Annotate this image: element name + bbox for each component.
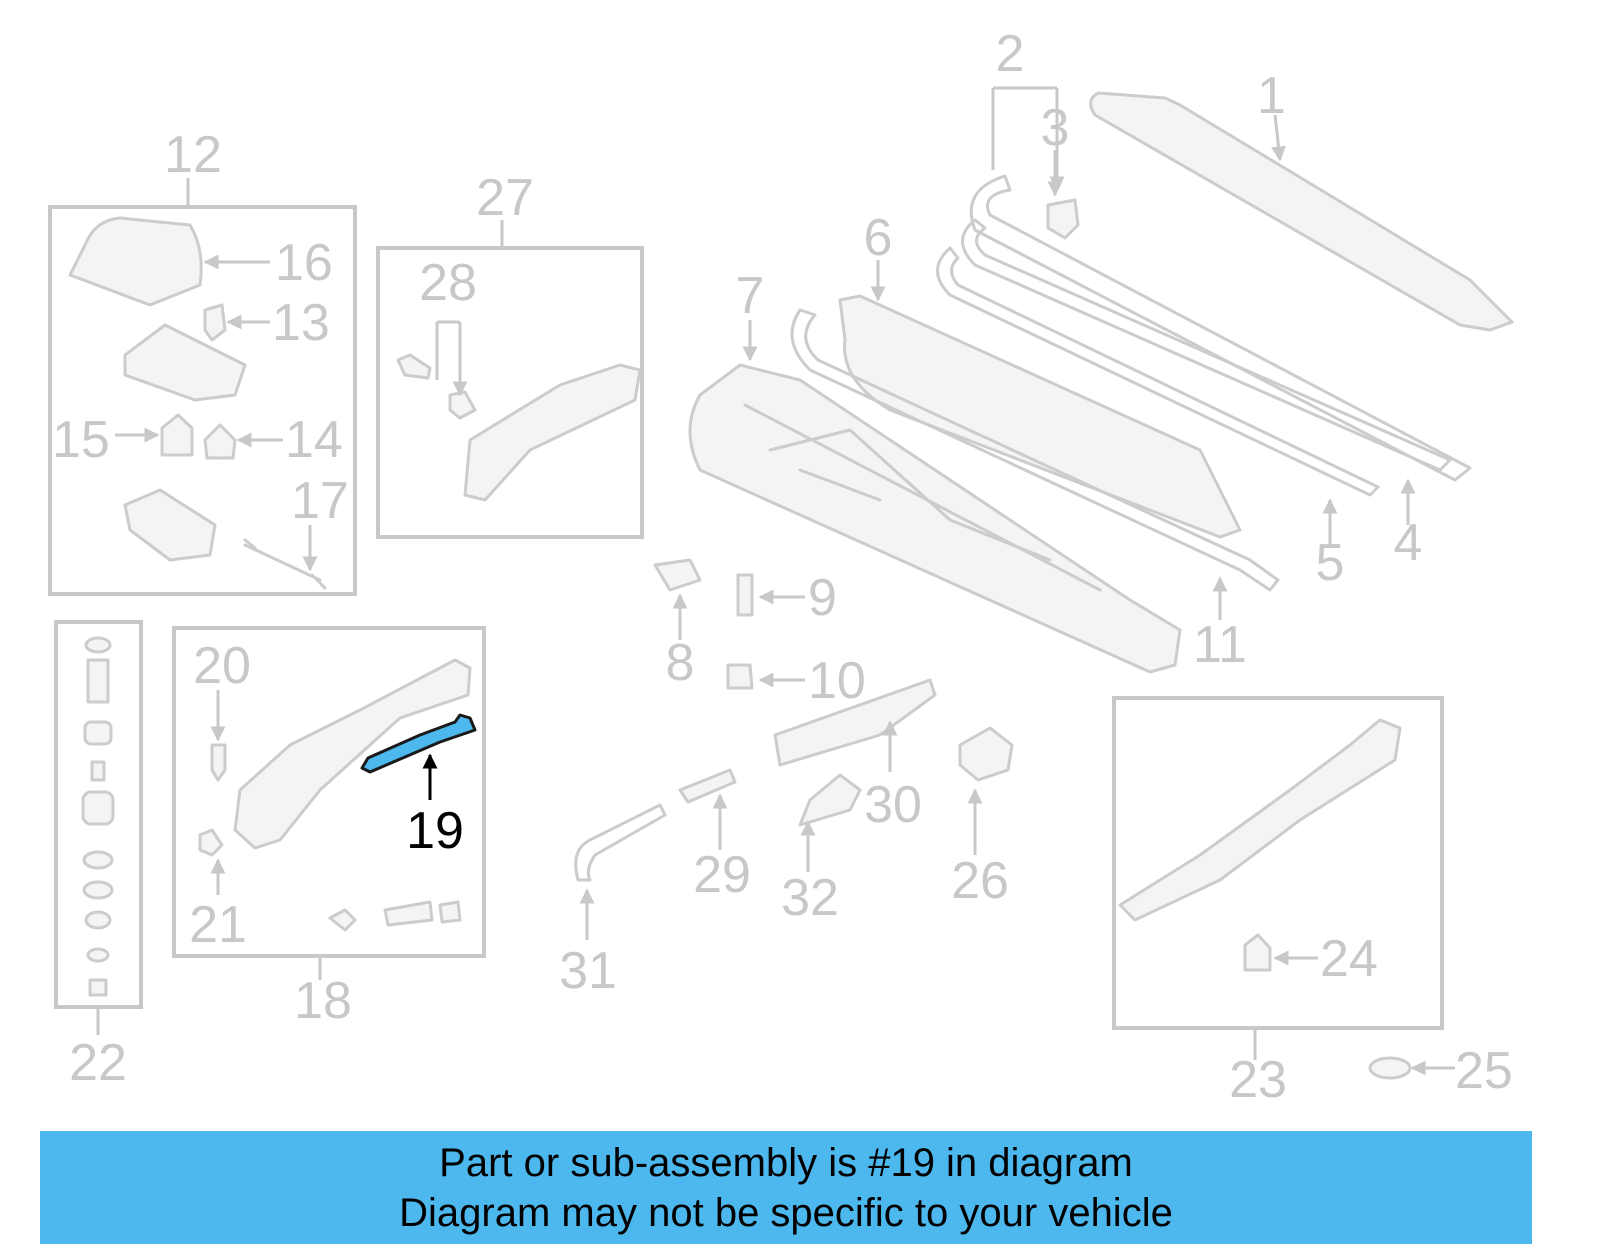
part-30-bracket	[773, 678, 937, 767]
part-17-rod	[243, 538, 327, 590]
callout-2: 2	[996, 25, 1025, 83]
part-26-latch	[958, 726, 1014, 782]
part-19-highlighted[interactable]	[360, 713, 477, 774]
part-28-bolt-b	[448, 390, 477, 420]
part-15-bumper	[160, 413, 194, 457]
group-box-18	[172, 626, 486, 958]
callout-10: 10	[808, 652, 866, 710]
banner-line-2: Diagram may not be specific to your vehi…	[399, 1190, 1173, 1235]
group-box-23	[1112, 696, 1444, 1030]
info-banner: Part or sub-assembly is #19 in diagram D…	[40, 1131, 1532, 1244]
callout-28: 28	[419, 254, 477, 312]
group-box-12	[48, 205, 357, 596]
part-3-clip	[1046, 198, 1080, 240]
part-24-nut	[1243, 933, 1272, 972]
part-28-bolt-a	[396, 353, 432, 380]
callout-16: 16	[275, 234, 333, 292]
callout-19: 19	[406, 802, 464, 860]
callout-17: 17	[291, 472, 349, 530]
callout-30: 30	[864, 776, 922, 834]
callout-21: 21	[189, 896, 247, 954]
callout-29: 29	[693, 846, 751, 904]
part-5-seal	[936, 246, 1380, 497]
callout-12: 12	[164, 126, 222, 184]
part-18-hinge-assembly	[233, 658, 472, 850]
part-8-clip	[653, 558, 702, 592]
part-10-spacer	[726, 663, 754, 690]
part-27-hinge	[463, 363, 642, 502]
callout-4: 4	[1394, 514, 1423, 572]
part-14-nut	[203, 423, 237, 460]
leader-lines	[96, 86, 1455, 1076]
callout-1: 1	[1257, 67, 1286, 125]
callout-9: 9	[808, 569, 837, 627]
part-9-grommet	[736, 573, 754, 617]
callout-23: 23	[1229, 1051, 1287, 1109]
callout-14: 14	[285, 411, 343, 469]
part-21-plug	[198, 828, 224, 857]
part-13-clip	[203, 303, 227, 342]
callout-5: 5	[1316, 534, 1345, 592]
part-18-clip	[438, 900, 462, 924]
callout-11: 11	[1193, 616, 1247, 674]
part-11-seal	[790, 308, 1280, 592]
part-25-grommet	[1368, 1056, 1412, 1080]
part-22-stack	[81, 636, 115, 997]
callout-24: 24	[1320, 930, 1378, 988]
group-box-27	[376, 246, 644, 539]
part-18-bolt	[328, 908, 357, 932]
part-20-clip	[210, 743, 227, 782]
callout-20: 20	[193, 637, 251, 695]
part-32-bracket	[798, 773, 862, 827]
part-4-seal	[961, 218, 1452, 472]
part-2-seal	[969, 174, 1472, 482]
part-7-frame-detail	[743, 403, 1102, 592]
callout-25: 25	[1455, 1042, 1513, 1100]
callout-18: 18	[294, 972, 352, 1030]
callout-31: 31	[559, 942, 617, 1000]
part-6-inner-panel	[838, 294, 1242, 539]
part-23-hinge	[1118, 718, 1402, 922]
part-31-bracket	[574, 803, 667, 882]
part-18-plate	[383, 900, 434, 927]
part-29-plate	[678, 768, 737, 804]
callout-3: 3	[1041, 99, 1070, 157]
callout-22: 22	[69, 1034, 127, 1092]
banner-line-1: Part or sub-assembly is #19 in diagram	[439, 1140, 1133, 1185]
callout-8: 8	[666, 634, 695, 692]
part-16-cover	[68, 216, 203, 307]
callout-13: 13	[272, 294, 330, 352]
part-1-top-panel	[1089, 91, 1514, 332]
part-12-bracket	[123, 323, 247, 402]
callout-32: 32	[781, 869, 839, 927]
callout-27: 27	[476, 169, 534, 227]
part-12-latch	[123, 488, 217, 562]
callout-7: 7	[736, 267, 765, 325]
callout-6: 6	[864, 209, 893, 267]
callout-15: 15	[52, 411, 110, 469]
callout-26: 26	[951, 852, 1009, 910]
